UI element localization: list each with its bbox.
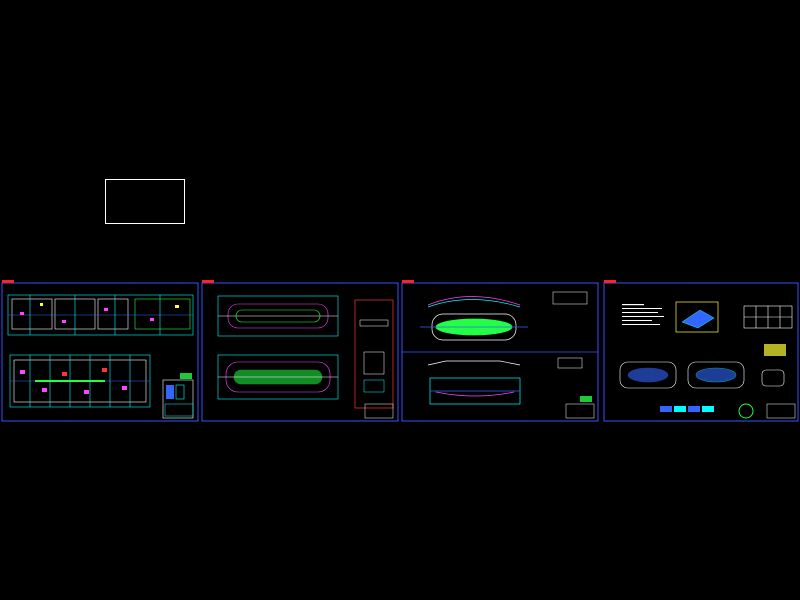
sheet-2-lower-plan	[217, 354, 339, 400]
drawing-sheet-4[interactable]	[603, 280, 799, 422]
sheet-3-title-tab	[402, 280, 414, 283]
sheet-4-plan-thumbnails	[619, 361, 785, 389]
sheet-1-title-block	[162, 379, 194, 419]
sheet-4-notes-text	[622, 304, 664, 325]
sheet-2-title-tab	[202, 280, 214, 283]
sheet-3-upper-elevation	[420, 296, 528, 341]
drawing-sheet-1[interactable]	[1, 280, 199, 422]
sheet-1-lower-plan-marks	[20, 368, 127, 394]
sheet-2-detail-panel	[354, 299, 394, 409]
sheet-4-legend-swatches	[660, 406, 714, 412]
sheet-1-title-tab	[2, 280, 14, 283]
sheet-1-legend-box	[166, 385, 174, 399]
selection-rectangle[interactable]	[105, 179, 185, 224]
sheet-1-stamp	[180, 373, 192, 379]
sheet-4-north-arrow-icon	[738, 403, 754, 419]
drawing-sheet-2[interactable]	[201, 280, 399, 422]
drawing-sheet-3[interactable]	[401, 280, 599, 422]
sheet-2-upper-plan	[217, 295, 339, 337]
sheet-4-title-tab	[604, 280, 616, 283]
sheet-1-upper-plan	[7, 294, 194, 336]
sheet-4-title-block	[766, 403, 796, 419]
sheet-3-title-block	[565, 403, 595, 419]
sheet-4-color-legend	[764, 344, 786, 356]
sheet-2-title-block	[364, 403, 394, 419]
sheet-4-3d-detail	[675, 301, 719, 333]
sheet-1-upper-plan-marks	[20, 303, 179, 323]
sheet-3-lower-section	[427, 360, 521, 405]
sheet-4-grid-detail	[743, 305, 793, 329]
